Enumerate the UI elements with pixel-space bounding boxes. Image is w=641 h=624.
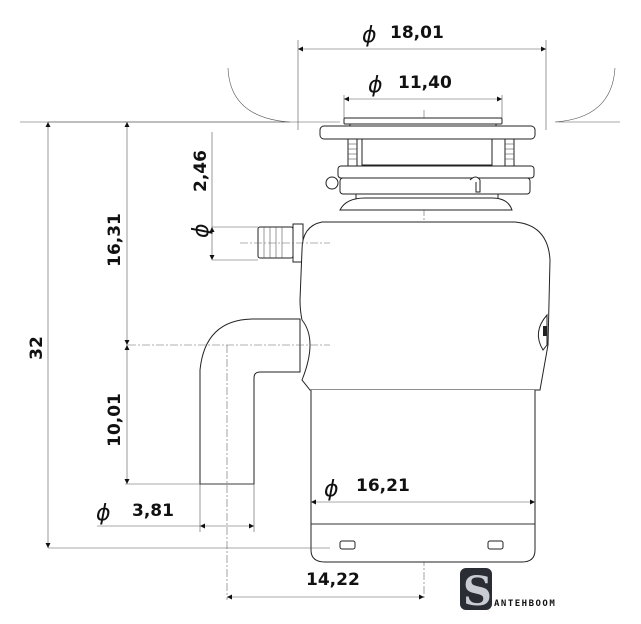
- sink-outline: [20, 67, 620, 123]
- svg-text:11,40: 11,40: [398, 73, 452, 93]
- dim-outlet-to-elbow-end: 10,01: [105, 393, 125, 447]
- diameter-symbol-icon: ϕ: [362, 23, 377, 48]
- brand-logo: S ANTEHBOOM: [460, 568, 556, 615]
- logo-badge-icon: [460, 568, 492, 610]
- svg-text:2,46: 2,46: [191, 150, 211, 192]
- svg-text:18,01: 18,01: [390, 23, 444, 43]
- dim-sink-flange-inner: ϕ 11,40: [368, 73, 452, 98]
- dim-sink-flange-outer: ϕ 18,01: [362, 23, 444, 48]
- outlet-elbow: [199, 318, 301, 485]
- dim-body-diameter: ϕ 16,21: [324, 476, 410, 502]
- brand-name: ANTEHBOOM: [494, 599, 556, 609]
- diameter-symbol-icon: ϕ: [324, 477, 339, 502]
- dim-total-height: 32: [27, 336, 47, 360]
- dim-top-to-outlet: 16,31: [105, 213, 125, 267]
- diameter-symbol-icon: ϕ: [368, 73, 383, 98]
- foot-left: [339, 540, 356, 550]
- motor-housing: [299, 221, 551, 391]
- svg-text:S: S: [463, 568, 492, 615]
- side-badge-mark: [543, 326, 547, 336]
- dim-outlet-offset: 14,22: [306, 570, 360, 590]
- svg-text:16,31: 16,31: [105, 213, 125, 267]
- svg-text:14,22: 14,22: [306, 570, 360, 590]
- svg-text:10,01: 10,01: [105, 393, 125, 447]
- dim-dishwasher-inlet: ϕ 2,46: [189, 150, 214, 238]
- svg-text:3,81: 3,81: [132, 501, 174, 521]
- lower-body: [310, 390, 536, 563]
- svg-text:32: 32: [27, 336, 47, 360]
- diameter-symbol-icon: ϕ: [96, 501, 111, 526]
- svg-text:16,21: 16,21: [356, 476, 410, 496]
- mounting-assembly: [319, 117, 536, 211]
- foot-right: [487, 540, 504, 550]
- dim-outlet-pipe: ϕ 3,81: [96, 501, 174, 526]
- side-badge: [537, 313, 548, 351]
- diameter-symbol-icon: ϕ: [189, 223, 214, 238]
